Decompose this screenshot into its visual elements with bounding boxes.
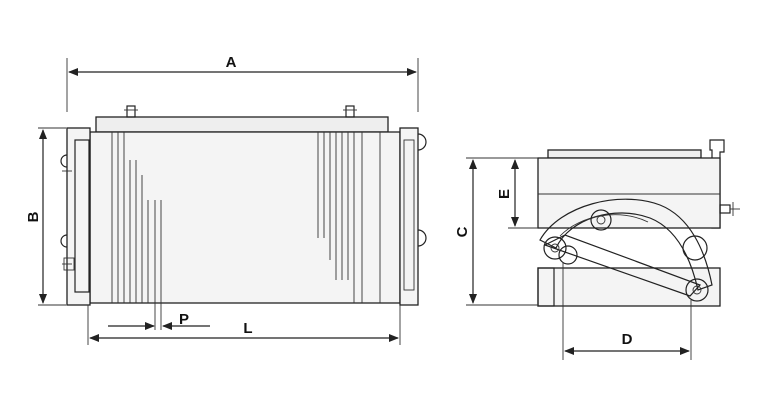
side-top-plate bbox=[547, 149, 702, 159]
pivot-top bbox=[590, 209, 612, 231]
dimension-a-label: A bbox=[226, 54, 237, 71]
dimension-e-label: E bbox=[496, 189, 513, 199]
dimension-p-label: P bbox=[179, 311, 189, 328]
roller-right bbox=[682, 235, 708, 261]
dimension-l-label: L bbox=[243, 320, 252, 337]
top-plate bbox=[95, 116, 389, 133]
lever-arm bbox=[539, 198, 713, 291]
dimension-c-label: C bbox=[454, 226, 471, 237]
pivot-right bbox=[685, 278, 709, 302]
pole-lines-left bbox=[111, 132, 162, 330]
dimension-b-label: B bbox=[25, 211, 42, 222]
pole-lines-right bbox=[317, 132, 381, 303]
main-body bbox=[89, 131, 401, 304]
right-end-plate bbox=[399, 127, 419, 306]
dimension-d-label: D bbox=[622, 331, 633, 348]
pivot-left bbox=[543, 236, 567, 260]
front-view: A bbox=[25, 54, 427, 345]
side-view: C E D bbox=[454, 139, 740, 360]
roller-left bbox=[558, 245, 578, 265]
left-end-plate bbox=[66, 127, 91, 306]
side-upper-body bbox=[537, 157, 721, 229]
